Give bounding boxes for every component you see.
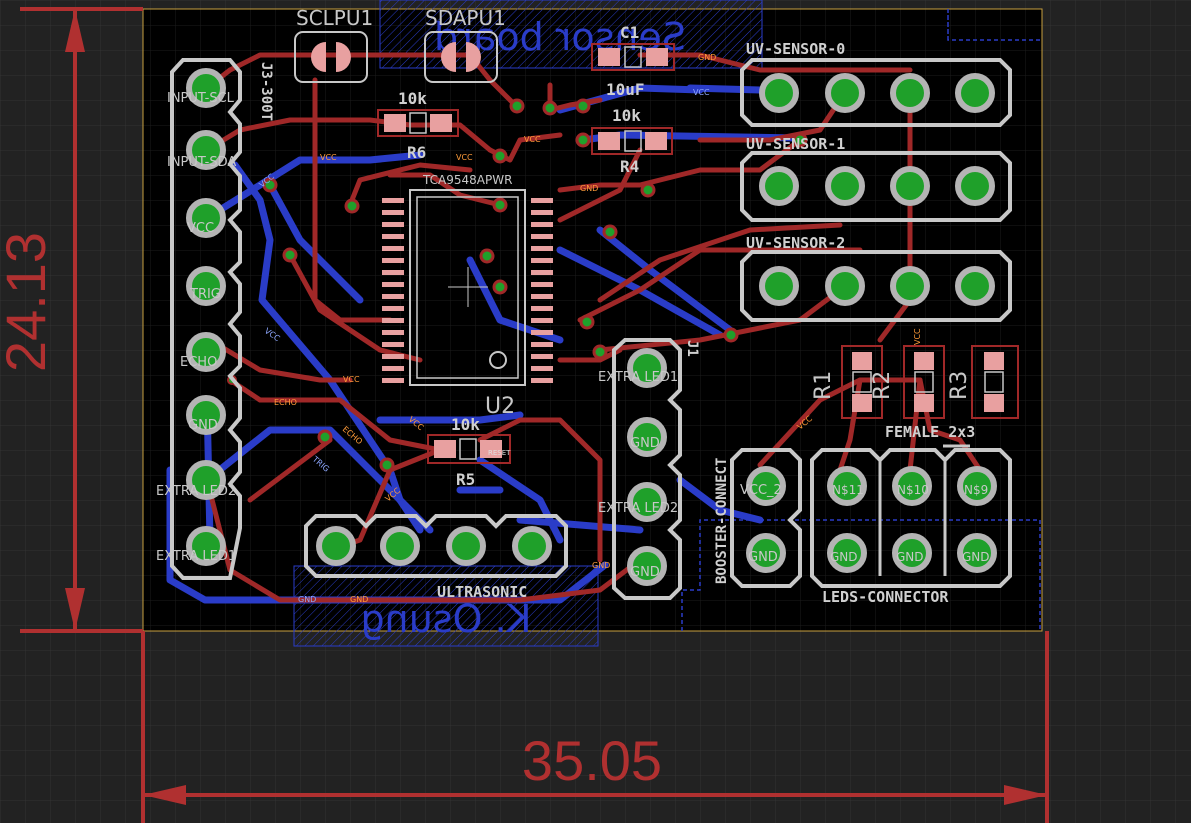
cap-c1[interactable] [591, 43, 675, 71]
width-dimension[interactable] [141, 631, 1049, 823]
ic-u2-label: U2 [485, 394, 515, 419]
leds-connector-label: LEDS-CONNECTOR [822, 588, 949, 606]
r1-label: R1 [811, 371, 836, 400]
leds-pin-n10: N$10 [897, 483, 929, 497]
female-label: FEMALE 2x3 [885, 423, 975, 441]
j1-labels: EXTRA LED1 GND EXTRA LED2 GND [598, 370, 678, 580]
header-uv-sensor-1[interactable] [740, 151, 1012, 222]
leds-pin-gnd-1: GND [830, 550, 858, 564]
pin-label-extra-led1: EXTRA LED1 [156, 549, 236, 564]
sclpu-pad[interactable] [294, 31, 368, 83]
resistor-r3[interactable] [971, 345, 1019, 419]
r5-label: R5 [456, 470, 475, 489]
mirrored-text-bottom: K. Osung [360, 597, 531, 641]
uv-sensor-1-label: UV-SENSOR-1 [746, 135, 845, 153]
header-uv-sensor-0[interactable] [740, 58, 1012, 127]
j1-label: J1 [684, 340, 700, 357]
pin-label-input-sda: INPUT-SDA [167, 155, 236, 170]
header-j3[interactable] [170, 58, 242, 580]
height-dimension[interactable] [20, 7, 143, 633]
pin-label-trig: TRIG [189, 287, 221, 302]
uv-sensor-2-label: UV-SENSOR-2 [746, 234, 845, 252]
net-vcc-3: VCC [524, 135, 541, 144]
header-booster[interactable] [730, 448, 802, 588]
c1-value: 10uF [606, 80, 645, 99]
net-gnd-1: GND [580, 184, 598, 193]
sdapu-pad[interactable] [424, 31, 498, 83]
pin-label-gnd: GND [188, 418, 218, 433]
leds-pin-gnd-3: GND [962, 550, 990, 564]
j1-pin-gnd-2: GND [630, 565, 660, 580]
leds-pin-n11: N$11 [832, 483, 864, 497]
height-dimension-value: 24.13 [0, 232, 57, 372]
pin-label-echo: ECHO [180, 355, 217, 370]
r5-value: 10k [451, 415, 480, 434]
net-echo: ECHO [274, 398, 297, 407]
r3-label: R3 [947, 371, 972, 400]
net-vcc-10: VCC [913, 328, 922, 345]
r2-label: R2 [870, 371, 895, 400]
ic-u2[interactable] [382, 189, 553, 386]
net-vcc-4: VCC [343, 375, 360, 384]
leds-pin-gnd-2: GND [896, 550, 924, 564]
net-gnd-3: GND [298, 595, 316, 604]
dashed-outline-top [947, 9, 1040, 41]
bottom-silk-block-bottom [293, 565, 599, 647]
resistor-r4[interactable] [591, 127, 673, 155]
leds-labels: N$11 N$10 N$9 GND GND GND [830, 483, 990, 564]
header-j1[interactable] [612, 338, 682, 600]
resistor-r2[interactable] [903, 345, 945, 419]
pin-label-input-scl: INPUT-SCL [167, 91, 235, 106]
ic-part-label: TCA9548APWR [422, 173, 512, 187]
header-leds[interactable] [810, 448, 1012, 588]
pin-label-vcc: VCC [187, 221, 214, 236]
resistor-r5[interactable] [427, 434, 511, 464]
j3-label: J3-300T [258, 62, 274, 121]
net-gnd-2: GND [698, 53, 716, 62]
j1-pin-gnd-1: GND [630, 436, 660, 451]
net-vcc-5: VCC [693, 88, 710, 97]
header-uv-sensor-2[interactable] [740, 250, 1012, 322]
vias [227, 98, 808, 473]
resistor-r1[interactable] [841, 345, 883, 419]
booster-pin-vcc2: VCC_2 [740, 483, 782, 498]
resistor-r6[interactable] [377, 109, 459, 137]
j1-pin-extra-led2: EXTRA LED2 [598, 501, 678, 516]
left-header-labels: INPUT-SCL INPUT-SDA VCC TRIG ECHO GND EX… [156, 91, 236, 564]
uv-sensor-0-label: UV-SENSOR-0 [746, 40, 845, 58]
leds-pin-n9: N$9 [964, 483, 988, 497]
net-gnd-4: GND [350, 595, 368, 604]
booster-label: BOOSTER-CONNECT [714, 458, 730, 584]
r4-label: R4 [620, 157, 639, 176]
booster-pin-gnd: GND [748, 550, 778, 565]
pin-label-extra-led2: EXTRA LED2 [156, 484, 236, 499]
width-dimension-value: 35.05 [522, 729, 662, 792]
r4-value: 10k [612, 106, 641, 125]
r6-label: R6 [407, 143, 426, 162]
header-ultrasonic[interactable] [304, 514, 568, 578]
dashed-outline-bottom [681, 519, 1041, 631]
net-gnd-5: GND [592, 561, 610, 570]
j1-pin-extra-led1: EXTRA LED1 [598, 370, 678, 385]
r6-value: 10k [398, 89, 427, 108]
net-vcc-1: VCC [320, 153, 337, 162]
ultrasonic-label: ULTRASONIC [437, 583, 527, 601]
c1-label: C1 [620, 23, 639, 42]
sdapu-label: SDAPU1 [425, 6, 506, 30]
net-reset: RESET [488, 449, 511, 457]
sclpu-label: SCLPU1 [296, 6, 373, 30]
net-vcc-2: VCC [456, 153, 473, 162]
